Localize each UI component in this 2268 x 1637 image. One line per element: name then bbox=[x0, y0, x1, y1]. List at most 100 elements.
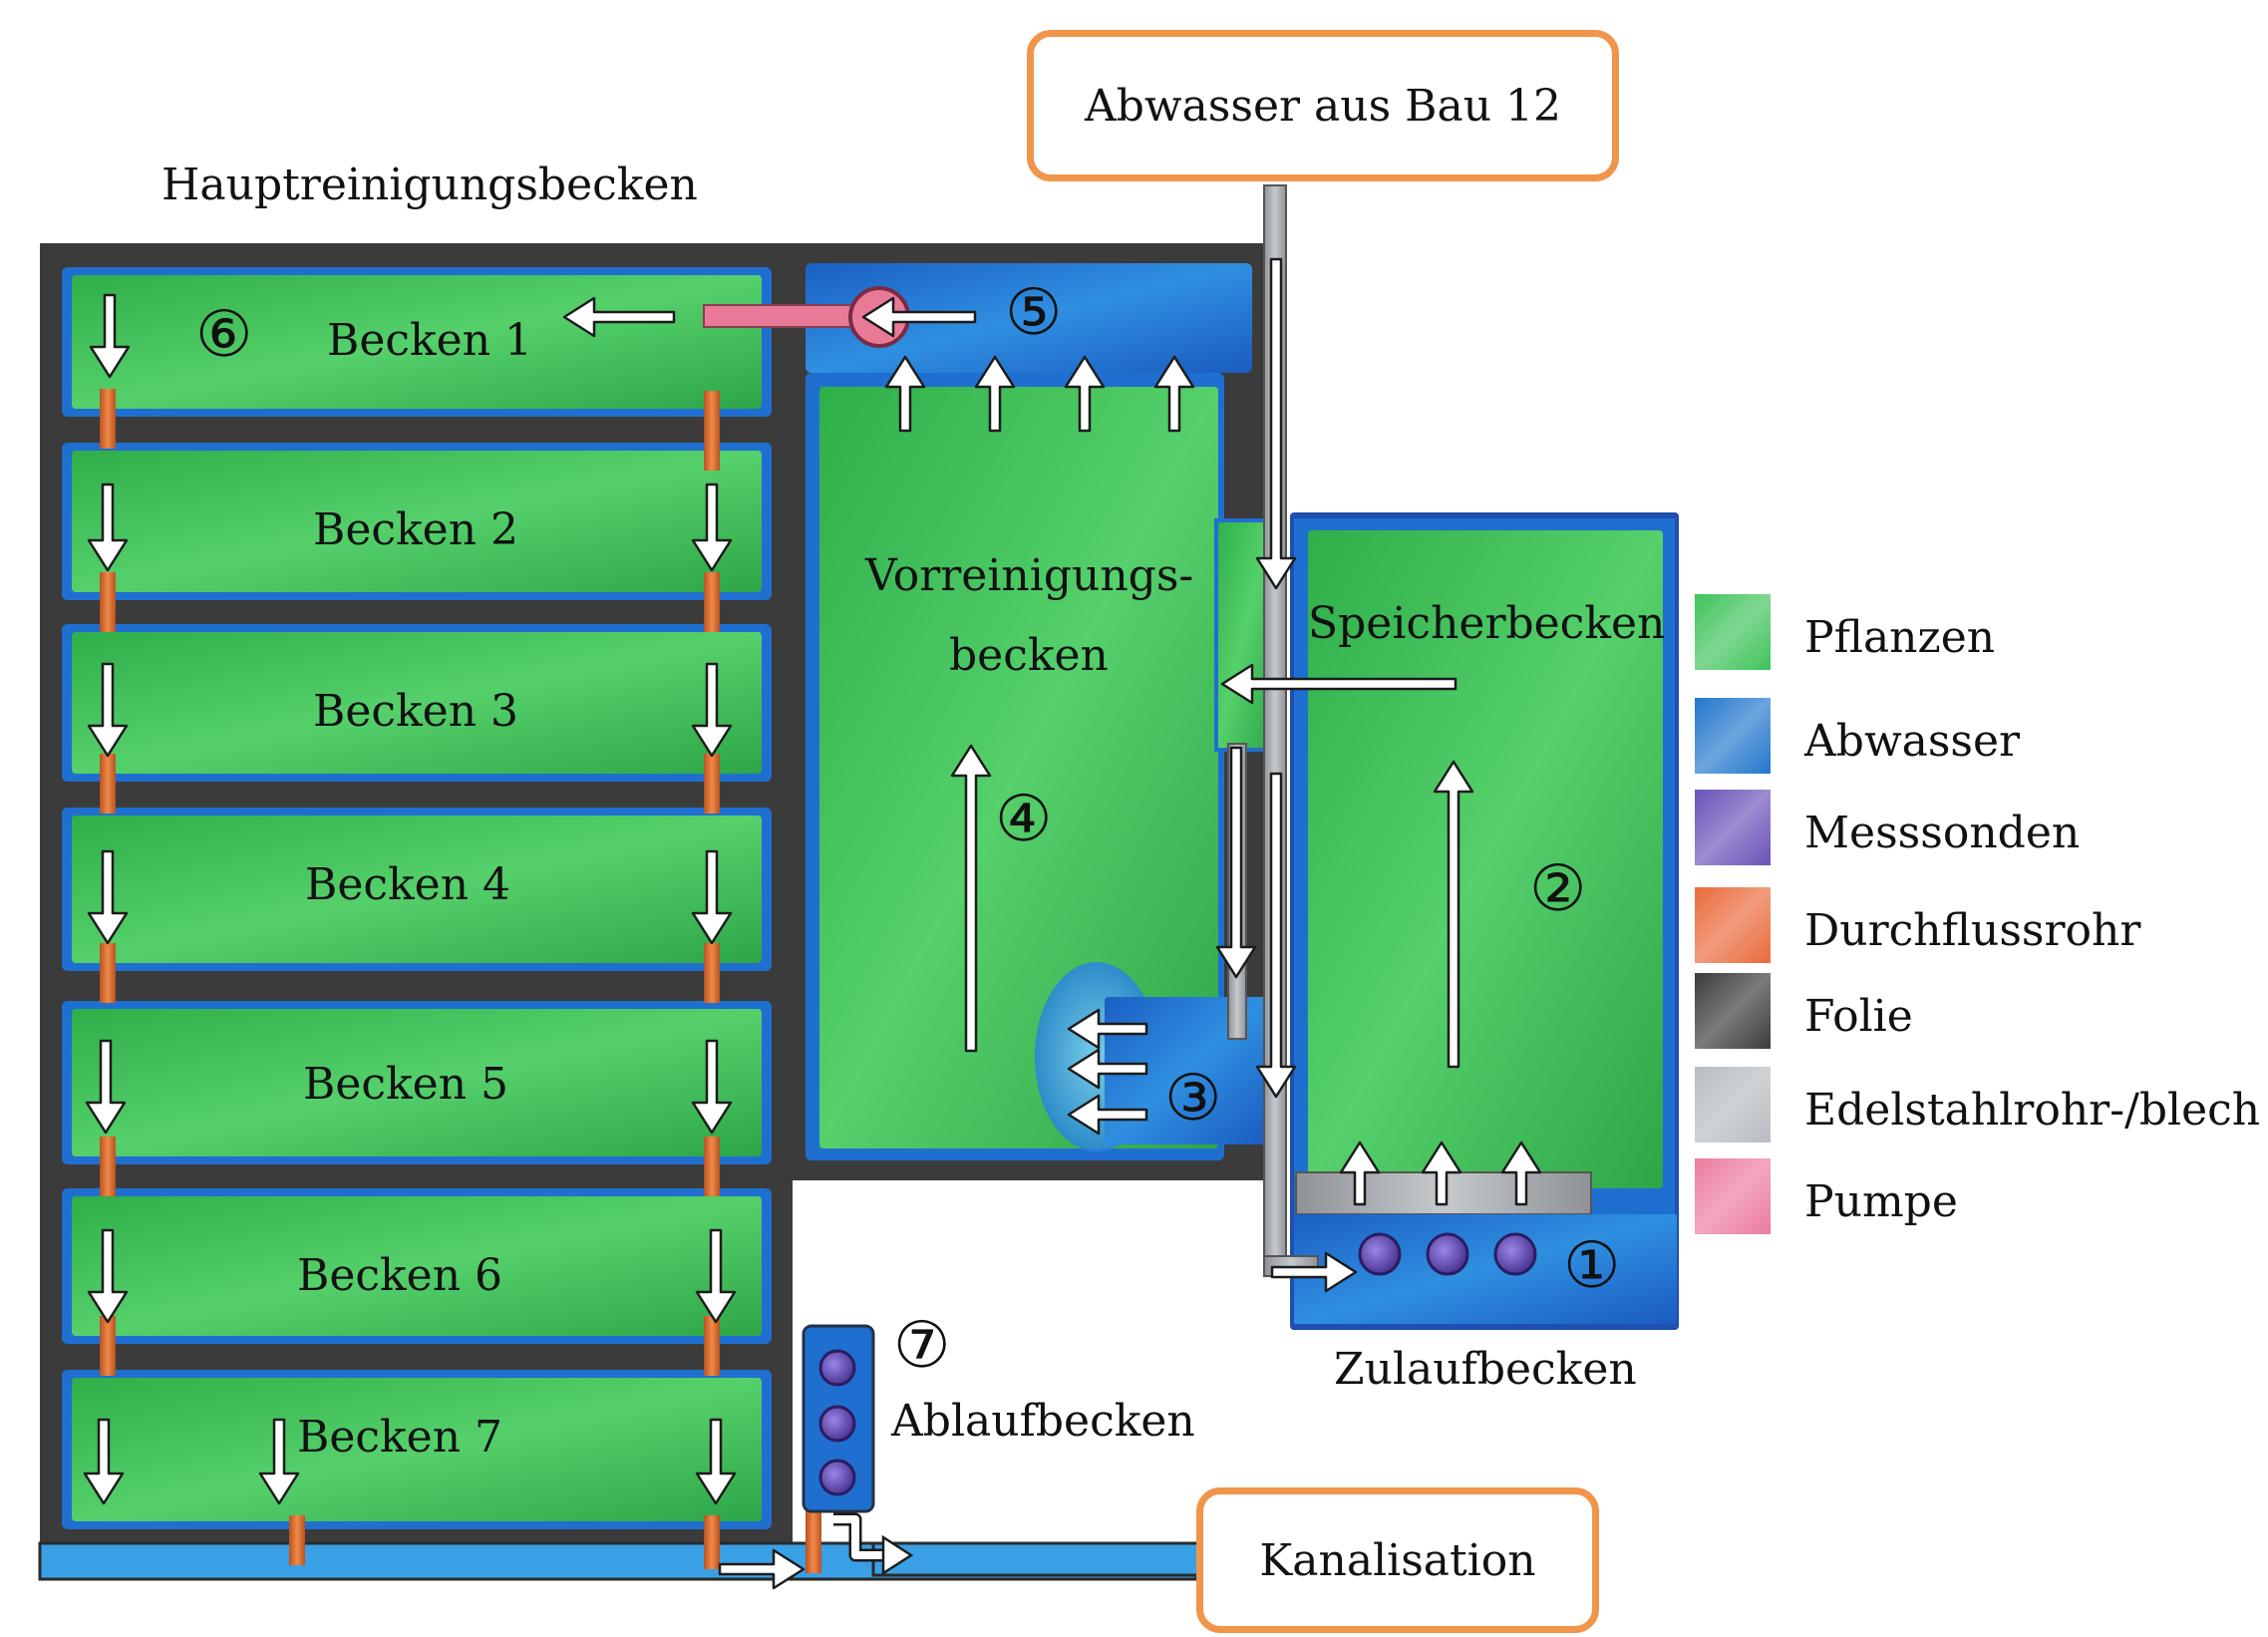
legend-item: Abwasser bbox=[1695, 698, 2253, 778]
probe-ablauf-1 bbox=[818, 1349, 856, 1387]
flow-pipe-4-right bbox=[704, 943, 720, 1003]
step-3-marker: ③ bbox=[1164, 1062, 1222, 1136]
legend-item: Pumpe bbox=[1695, 1158, 2253, 1238]
arrow-inlet-left-3 bbox=[1067, 1094, 1148, 1136]
legend-label: Pflanzen bbox=[1804, 612, 1996, 663]
basin-2-label: Becken 2 bbox=[313, 504, 519, 555]
legend-label: Edelstahlrohr-/blech bbox=[1804, 1085, 2261, 1136]
arrow-basin-down-8 bbox=[85, 1039, 127, 1135]
arrow-to-pump-1 bbox=[884, 355, 926, 433]
legend-swatch bbox=[1695, 1067, 1771, 1143]
flow-pipe-5-left bbox=[100, 1137, 116, 1196]
basin-structure bbox=[38, 184, 1679, 1581]
legend-swatch bbox=[1695, 698, 1771, 774]
arrow-to-pump-2 bbox=[974, 355, 1016, 433]
pump-channel-water bbox=[806, 263, 1252, 373]
legend-item: Folie bbox=[1695, 973, 2253, 1053]
step-6-marker: ⑥ bbox=[195, 298, 253, 372]
pump-pipe bbox=[703, 304, 874, 328]
arrow-to-pump-4 bbox=[1153, 355, 1195, 433]
flow-pipe-2-right bbox=[704, 572, 720, 632]
abwasser-source-box: Abwasser aus Bau 12 bbox=[1027, 30, 1619, 181]
legend-label: Messsonden bbox=[1804, 808, 2081, 858]
arrow-basin-down-2 bbox=[87, 483, 129, 572]
abwasser-source-label: Abwasser aus Bau 12 bbox=[1084, 80, 1562, 132]
arrow-inlet-left-2 bbox=[1067, 1048, 1148, 1090]
arrow-basin-down-3 bbox=[691, 483, 733, 572]
vorreinigungsbecken-label-line2: becken bbox=[949, 630, 1109, 681]
outlet-pipe-3 bbox=[806, 1505, 821, 1573]
arrow-drain-to-ablauf bbox=[718, 1548, 806, 1590]
arrow-basin-down-5 bbox=[691, 662, 733, 758]
hauptreinigungsbecken-label: Hauptreinigungsbecken bbox=[162, 160, 698, 210]
speicherbecken-plants bbox=[1308, 530, 1663, 1188]
legend-label: Folie bbox=[1804, 991, 1913, 1042]
basin-4-label: Becken 4 bbox=[305, 859, 511, 910]
basin-4-plants bbox=[72, 816, 762, 963]
basin-5-label: Becken 5 bbox=[303, 1059, 509, 1110]
arrow-overflow-down bbox=[1215, 746, 1257, 979]
step-7-marker: ⑦ bbox=[893, 1309, 951, 1383]
flow-pipe-3-right bbox=[704, 754, 720, 814]
flow-pipe-3-left bbox=[100, 754, 116, 814]
arrow-basin-down-7 bbox=[691, 849, 733, 945]
basin-1-label: Becken 1 bbox=[327, 315, 533, 366]
outlet-pipe-2 bbox=[704, 1515, 720, 1569]
arrow-speicher-to-vorrein bbox=[1220, 663, 1458, 705]
arrow-steel-down bbox=[1255, 772, 1297, 1099]
probe-zulauf-2 bbox=[1426, 1232, 1469, 1276]
probe-zulauf-1 bbox=[1358, 1232, 1402, 1276]
legend-swatch bbox=[1695, 973, 1771, 1049]
arrow-basin-down-11 bbox=[695, 1228, 737, 1324]
zulauf-water bbox=[1294, 1214, 1677, 1324]
basin-6-label: Becken 6 bbox=[297, 1250, 503, 1301]
legend-label: Durchflussrohr bbox=[1804, 905, 2141, 956]
basin-7-plants bbox=[72, 1378, 762, 1521]
outlet-pipe-1 bbox=[289, 1515, 305, 1565]
speicherbecken-label: Speicherbecken bbox=[1308, 598, 1666, 649]
basin-3-label: Becken 3 bbox=[313, 686, 519, 737]
basin-7-label: Becken 7 bbox=[297, 1412, 503, 1463]
legend-item: Durchflussrohr bbox=[1695, 887, 2253, 967]
kanalisation-label: Kanalisation bbox=[1259, 1534, 1536, 1586]
arrow-basin-down-4 bbox=[87, 662, 129, 758]
flow-pipe-b1-left bbox=[100, 389, 116, 415]
step-1-marker: ① bbox=[1563, 1229, 1621, 1303]
arrow-basin-down-10 bbox=[87, 1228, 129, 1324]
arrow-into-zulauf bbox=[1270, 1251, 1358, 1293]
legend-swatch bbox=[1695, 1158, 1771, 1234]
legend-label: Abwasser bbox=[1804, 716, 2021, 767]
arrow-basin-down-13 bbox=[258, 1418, 300, 1505]
flow-pipe-6-left bbox=[100, 1316, 116, 1376]
arrow-inlet-down bbox=[1255, 257, 1297, 590]
arrow-basin-down-14 bbox=[695, 1418, 737, 1505]
flow-pipe-5-right bbox=[704, 1137, 720, 1196]
kanalisation-box: Kanalisation bbox=[1196, 1487, 1599, 1633]
arrow-plate-up-2 bbox=[1421, 1141, 1462, 1206]
basin-6-plants bbox=[72, 1196, 762, 1336]
legend-item: Pflanzen bbox=[1695, 594, 2253, 674]
ablaufbecken-label: Ablaufbecken bbox=[891, 1396, 1195, 1447]
probe-ablauf-2 bbox=[818, 1405, 856, 1443]
sewer-pipe bbox=[871, 1541, 1202, 1577]
legend-swatch bbox=[1695, 790, 1771, 865]
legend-item: Messsonden bbox=[1695, 790, 2253, 869]
vorreinigung-plants bbox=[819, 387, 1218, 1148]
arrow-plate-up-1 bbox=[1339, 1141, 1381, 1206]
arrow-plate-up-3 bbox=[1500, 1141, 1542, 1206]
legend-item: Edelstahlrohr-/blech bbox=[1695, 1067, 2260, 1146]
arrow-vorrein-up bbox=[950, 744, 992, 1053]
basin-5-plants bbox=[72, 1009, 762, 1156]
flow-pipe-2-left bbox=[100, 572, 116, 632]
probe-ablauf-3 bbox=[818, 1459, 856, 1496]
arrow-basin-down-6 bbox=[87, 849, 129, 945]
step-2-marker: ② bbox=[1529, 852, 1587, 926]
arrow-ablauf-to-kanal bbox=[833, 1512, 914, 1576]
arrow-to-pump-3 bbox=[1064, 355, 1106, 433]
arrow-basin-down-12 bbox=[83, 1418, 125, 1505]
zulaufbecken-label: Zulaufbecken bbox=[1334, 1344, 1637, 1395]
arrow-basin-down-1 bbox=[89, 293, 131, 379]
step-5-marker: ⑤ bbox=[1005, 276, 1063, 350]
